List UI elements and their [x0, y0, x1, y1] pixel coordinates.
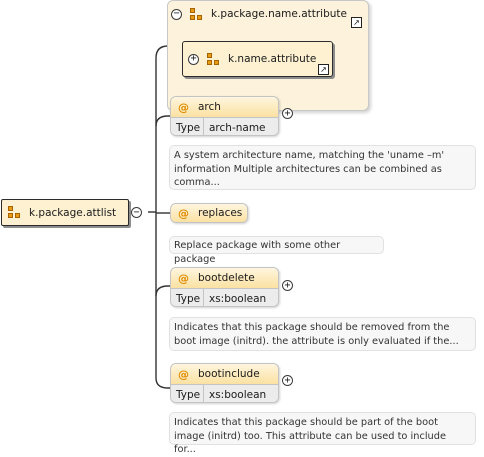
arch-expand-toggle[interactable]: + — [282, 108, 293, 119]
inner-expand-toggle[interactable]: + — [188, 53, 199, 65]
inner-attribute-group-node[interactable]: + k.name.attribute — [182, 41, 333, 77]
attribute-type-row: Type arch-name — [171, 117, 278, 135]
attribute-group-icon — [190, 7, 203, 21]
root-element-label: k.package.attlist — [29, 206, 117, 219]
type-value: xs:boolean — [209, 292, 267, 305]
attribute-group-icon — [8, 206, 21, 219]
attribute-header: @ replaces — [171, 204, 247, 222]
attribute-header: @ bootdelete — [171, 268, 278, 288]
bootinclude-expand-toggle[interactable]: + — [282, 375, 293, 386]
attribute-type-row: Type xs:boolean — [171, 288, 278, 306]
attribute-icon: @ — [178, 100, 189, 114]
type-value: arch-name — [209, 121, 266, 134]
attribute-icon: @ — [178, 206, 189, 220]
attribute-icon: @ — [178, 271, 189, 285]
attribute-node-arch[interactable]: @ arch Type arch-name — [170, 96, 279, 136]
group-reference-link-icon[interactable]: ↗ — [351, 17, 362, 28]
branch-bootdelete — [155, 285, 170, 297]
root-element-node[interactable]: k.package.attlist — [1, 199, 129, 226]
inner-attribute-group-label: k.name.attribute — [228, 53, 317, 65]
attribute-doc-arch: A system architecture name, matching the… — [169, 145, 476, 190]
type-key: Type — [171, 385, 204, 402]
attribute-type-row: Type xs:boolean — [171, 384, 278, 402]
inner-reference-link-icon[interactable]: ↗ — [318, 64, 329, 75]
attribute-node-bootinclude[interactable]: @ bootinclude Type xs:boolean — [170, 363, 279, 403]
type-key: Type — [171, 118, 204, 135]
branch-bootinclude — [155, 377, 170, 389]
trunk-line — [155, 45, 169, 378]
attribute-name: arch — [198, 101, 221, 113]
root-collapse-toggle[interactable]: − — [131, 207, 142, 218]
attribute-icon: @ — [178, 367, 189, 381]
attribute-doc-replaces: Replace package with some other package — [169, 236, 384, 265]
bootdelete-expand-toggle[interactable]: + — [282, 280, 293, 291]
attribute-doc-bootdelete: Indicates that this package should be re… — [169, 317, 476, 351]
attribute-name: replaces — [198, 207, 243, 219]
attribute-name: bootinclude — [198, 368, 260, 380]
type-value: xs:boolean — [209, 388, 267, 401]
type-key: Type — [171, 289, 204, 306]
branch-arch — [155, 115, 170, 127]
group-collapse-toggle[interactable]: − — [171, 8, 182, 20]
attribute-node-replaces[interactable]: @ replaces — [170, 203, 248, 223]
attribute-group-icon — [207, 52, 220, 66]
attribute-group-label[interactable]: k.package.name.attribute — [211, 8, 347, 20]
attribute-doc-bootinclude: Indicates that this package should be pa… — [169, 412, 476, 455]
attribute-name: bootdelete — [198, 272, 255, 284]
attribute-group-header: − k.package.name.attribute — [171, 5, 347, 23]
attribute-header: @ bootinclude — [171, 364, 278, 384]
attribute-node-bootdelete[interactable]: @ bootdelete Type xs:boolean — [170, 267, 279, 307]
attribute-header: @ arch — [171, 97, 278, 117]
